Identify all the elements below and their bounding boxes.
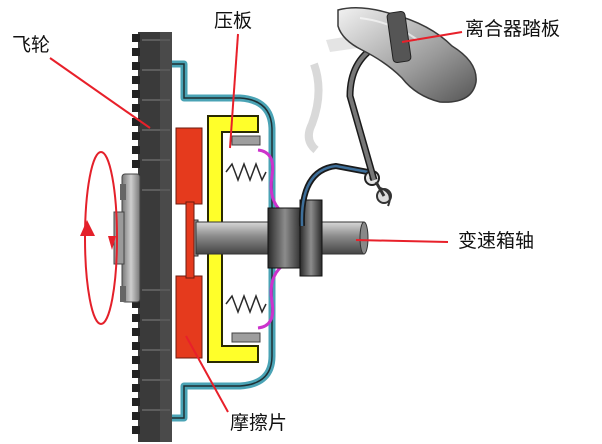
leader-lines — [49, 31, 463, 413]
label-pressure-plate: 压板 — [214, 10, 253, 32]
clutch-pedal-assembly — [304, 7, 477, 207]
label-friction-plate: 摩擦片 — [230, 412, 288, 434]
rotation-arrow — [80, 151, 118, 325]
label-transmission-shaft: 变速箱轴 — [458, 230, 535, 252]
springs — [225, 161, 267, 315]
diaphragm-spring — [257, 148, 284, 330]
leader-clutch-pedal — [401, 31, 463, 43]
leader-pressure-plate — [229, 33, 239, 149]
transmission-shaft — [195, 199, 369, 277]
label-clutch-pedal: 离合器踏板 — [465, 18, 561, 40]
pressure-plate — [207, 115, 261, 363]
release-fork — [298, 162, 380, 227]
leader-flywheel — [49, 57, 151, 129]
flywheel — [113, 32, 172, 442]
leader-transmission-shaft — [355, 239, 449, 243]
label-flywheel: 飞轮 — [12, 34, 51, 56]
friction-plate — [175, 127, 203, 359]
leader-friction-plate — [185, 335, 229, 413]
